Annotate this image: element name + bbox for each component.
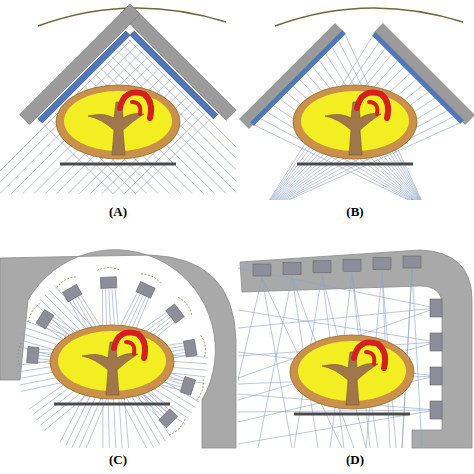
detector-blocks — [17, 267, 207, 436]
patient-table — [60, 163, 176, 166]
panel-label: (B) — [346, 204, 363, 220]
detector-block — [430, 299, 442, 317]
detector-block — [283, 262, 301, 274]
detector-block — [133, 272, 162, 300]
fan-beam-detector — [244, 28, 470, 124]
motion-arc — [178, 296, 193, 315]
collimated-rays — [16, 282, 208, 448]
body-outline — [50, 325, 174, 399]
heart — [114, 333, 145, 358]
detector-block — [179, 374, 205, 401]
detector-block — [100, 277, 116, 289]
motion-arc — [196, 379, 205, 401]
detector-blocks — [253, 256, 442, 419]
detector-block — [157, 407, 187, 437]
ray-line — [43, 322, 189, 419]
heart — [369, 102, 377, 114]
motion-arc — [17, 343, 21, 365]
detector-block — [159, 409, 178, 428]
detector-block — [430, 333, 442, 351]
detector-block — [183, 335, 207, 360]
ray-line — [41, 316, 178, 425]
patient-table — [54, 403, 170, 406]
detector-block — [343, 259, 361, 271]
ray-line — [46, 316, 196, 407]
rotation-arc — [275, 8, 463, 26]
ray-line — [45, 295, 169, 419]
body-outline — [293, 85, 417, 159]
ring-housing — [0, 250, 236, 448]
spine — [82, 342, 138, 395]
detector-block — [26, 302, 55, 332]
ray-line — [33, 311, 174, 415]
ray-line — [238, 410, 436, 444]
ray-line — [412, 270, 422, 448]
focal-point — [411, 198, 425, 200]
dual-head-detector — [20, 4, 236, 220]
detector-block — [403, 256, 421, 268]
pinhole-rays — [238, 268, 436, 448]
ray-line — [48, 314, 199, 402]
panel-label: (D) — [346, 452, 364, 468]
ray-line — [37, 313, 176, 420]
detector-block — [36, 310, 54, 329]
ray-line — [262, 84, 424, 200]
heart — [132, 102, 140, 114]
ray-line — [238, 410, 436, 412]
detector-block — [27, 347, 39, 364]
detector-block — [97, 267, 120, 288]
patient-torso — [290, 335, 414, 414]
heart — [120, 93, 151, 118]
detector-block — [63, 284, 82, 302]
heart — [357, 93, 388, 118]
spine — [322, 352, 378, 405]
detector-block — [136, 282, 155, 299]
motion-arc — [55, 275, 75, 288]
ray-line — [262, 78, 418, 200]
spine — [88, 102, 144, 155]
motion-arc — [201, 335, 207, 357]
heart — [126, 342, 134, 354]
motion-arc — [26, 302, 40, 322]
detector-block — [164, 296, 194, 326]
ray-line — [238, 278, 262, 448]
motion-arc — [141, 272, 162, 284]
pinhole-housing — [240, 250, 472, 448]
parallel-rays — [0, 38, 236, 200]
ray-line — [54, 285, 173, 414]
patient-table — [297, 163, 413, 166]
ray-line — [258, 276, 292, 448]
patient-torso — [56, 85, 180, 164]
body-outline — [56, 85, 180, 159]
detector-block — [17, 343, 39, 367]
detector-block — [183, 339, 197, 357]
patient-table — [294, 413, 410, 416]
fan-rays — [252, 32, 462, 200]
heart — [366, 352, 374, 364]
detector-block — [313, 261, 331, 273]
panel-label: (A) — [109, 204, 127, 220]
panel-label: (C) — [109, 452, 127, 468]
detector-block — [180, 377, 195, 396]
spine — [325, 102, 381, 155]
detector-block — [55, 275, 84, 304]
heart — [354, 343, 385, 368]
detector-block — [430, 367, 442, 385]
ray-grid — [0, 38, 236, 200]
detector-block — [373, 258, 391, 270]
detector-block — [166, 304, 184, 323]
patient-torso — [293, 85, 417, 164]
patient-torso — [50, 325, 174, 404]
ray-line — [262, 278, 292, 448]
body-outline — [290, 335, 414, 409]
ray-line — [238, 308, 436, 328]
detector-block — [253, 264, 271, 276]
detector-block — [430, 401, 442, 419]
motion-arc — [97, 267, 119, 270]
motion-arc — [169, 419, 186, 436]
